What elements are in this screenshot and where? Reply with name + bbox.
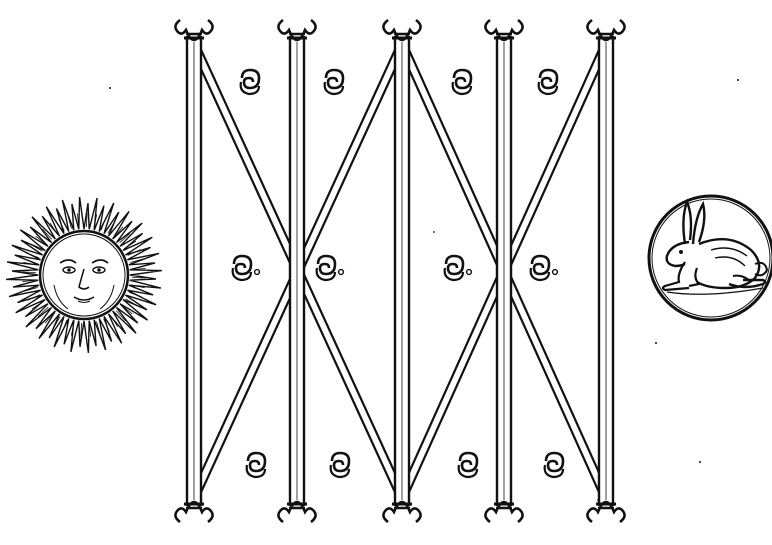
glyph-mark [445,256,472,280]
pillar-bottom-ornament [485,502,522,522]
pillar-top-ornament [175,20,212,40]
pillar-bottom-ornament [383,502,420,522]
sun-face-icon [6,197,162,353]
hare-in-circle-icon [649,196,772,320]
glyph-mark [247,453,265,477]
glyph-mark [233,256,260,280]
pillars [187,36,613,506]
glyph-mark [459,453,477,477]
pillar-top-ornament [278,20,315,40]
pillar [599,36,613,506]
glyph-mark [531,256,558,280]
glyph-mark [331,453,349,477]
pillar-bottom-ornament [587,502,624,522]
pillar-top-ornament [485,20,522,40]
pillar-bottom-ornament [175,502,212,522]
glyph-mark [325,70,343,94]
pillar [290,36,304,506]
glyph-mark [545,453,563,477]
pillar-bottom-ornament [278,502,315,522]
pillar [497,36,511,506]
glyph-mark [453,70,471,94]
pillar [395,36,409,506]
glyph-mark [539,70,557,94]
glyph-mark [317,256,344,280]
pillar-top-ornament [587,20,624,40]
pillar [187,36,201,506]
pillar-top-ornament [383,20,420,40]
glyph-mark [241,70,259,94]
